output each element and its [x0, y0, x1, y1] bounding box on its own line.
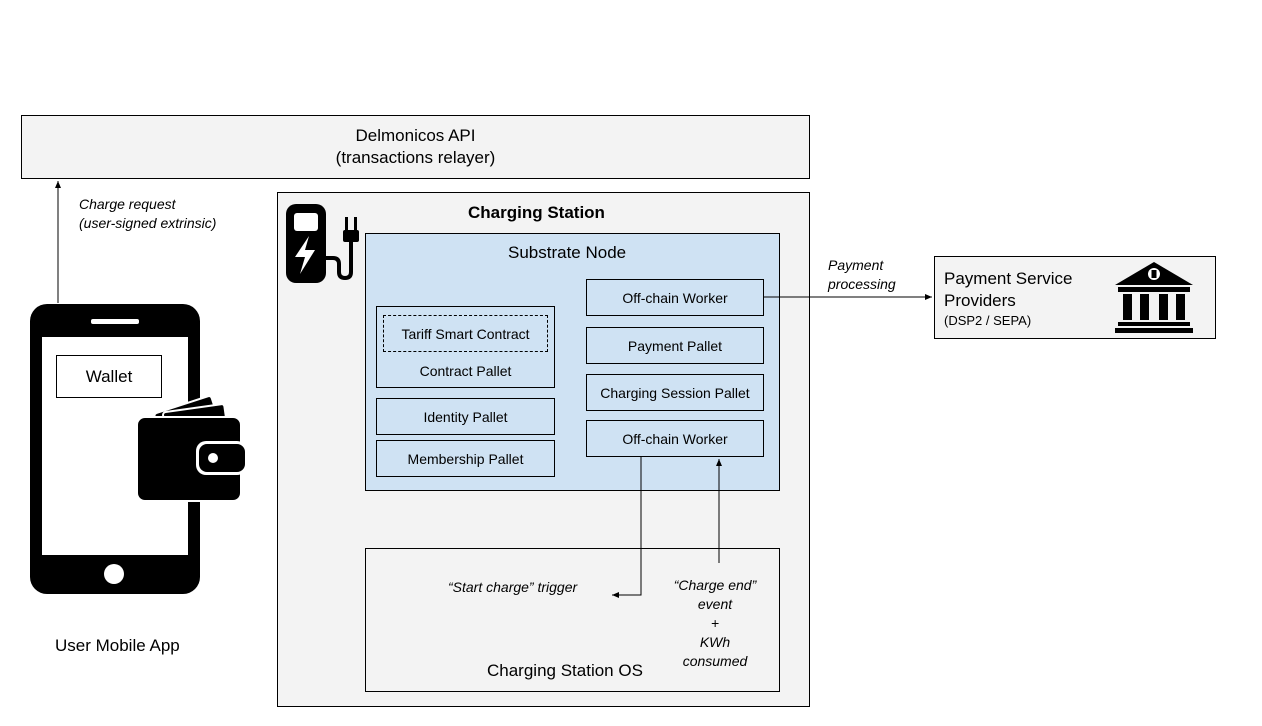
offchain-worker-bottom: Off-chain Worker	[586, 420, 764, 457]
offchain-worker-top-label: Off-chain Worker	[622, 289, 728, 306]
wallet-icon	[136, 396, 247, 502]
delmonicos-api-box: Delmonicos API (transactions relayer)	[21, 115, 810, 179]
tariff-smart-contract-label: Tariff Smart Contract	[401, 325, 530, 342]
psp-line1: Payment Service	[944, 269, 1073, 288]
membership-pallet-label: Membership Pallet	[407, 450, 524, 467]
payment-pallet-label: Payment Pallet	[627, 337, 723, 354]
psp-line2: Providers	[944, 291, 1016, 310]
charge-end-line5: consumed	[682, 653, 748, 669]
charge-end-line3: +	[710, 615, 720, 631]
charge-request-line1: Charge request	[79, 196, 176, 212]
start-charge-trigger-label: “Start charge” trigger	[448, 579, 578, 595]
tariff-smart-contract: Tariff Smart Contract	[383, 315, 548, 352]
charge-request-label: Charge request (user-signed extrinsic)	[79, 195, 216, 233]
payment-processing-line2: processing	[828, 276, 896, 292]
charging-station-os-title: Charging Station OS	[487, 661, 643, 680]
psp-line3: (DSP2 / SEPA)	[944, 313, 1032, 328]
offchain-worker-bottom-label: Off-chain Worker	[622, 430, 728, 447]
charging-station-title: Charging Station	[468, 203, 605, 222]
api-title: Delmonicos API	[355, 126, 476, 145]
psp-label: Payment Service Providers (DSP2 / SEPA)	[944, 268, 1073, 329]
identity-pallet: Identity Pallet	[376, 398, 555, 435]
charge-end-event-label: “Charge end” event + KWh consumed	[660, 576, 770, 671]
charging-station-os-box	[365, 548, 780, 692]
wallet-label: Wallet	[85, 366, 133, 386]
wallet-label-box: Wallet	[56, 355, 162, 398]
ev-charger-icon	[286, 204, 359, 283]
substrate-node-title: Substrate Node	[508, 243, 627, 262]
user-mobile-app-label: User Mobile App	[55, 636, 180, 655]
start-charge-arrow	[612, 457, 642, 598]
membership-pallet: Membership Pallet	[376, 440, 555, 477]
charge-end-line1: “Charge end”	[673, 577, 757, 593]
contract-pallet-label: Contract Pallet	[419, 363, 512, 379]
substrate-node-box	[365, 233, 780, 491]
charge-end-line4: KWh	[699, 634, 731, 650]
contract-pallet-box	[376, 306, 555, 388]
charge-end-line2: event	[697, 596, 733, 612]
charging-session-pallet: Charging Session Pallet	[586, 374, 764, 411]
offchain-worker-top: Off-chain Worker	[586, 279, 764, 316]
bank-icon	[1115, 262, 1193, 333]
payment-processing-line1: Payment	[828, 257, 884, 273]
api-subtitle: (transactions relayer)	[335, 148, 496, 167]
payment-pallet: Payment Pallet	[586, 327, 764, 364]
payment-processing-label: Payment processing	[828, 256, 896, 294]
charge-request-line2: (user-signed extrinsic)	[79, 215, 217, 231]
charging-session-pallet-label: Charging Session Pallet	[600, 384, 750, 401]
identity-pallet-label: Identity Pallet	[423, 408, 508, 425]
